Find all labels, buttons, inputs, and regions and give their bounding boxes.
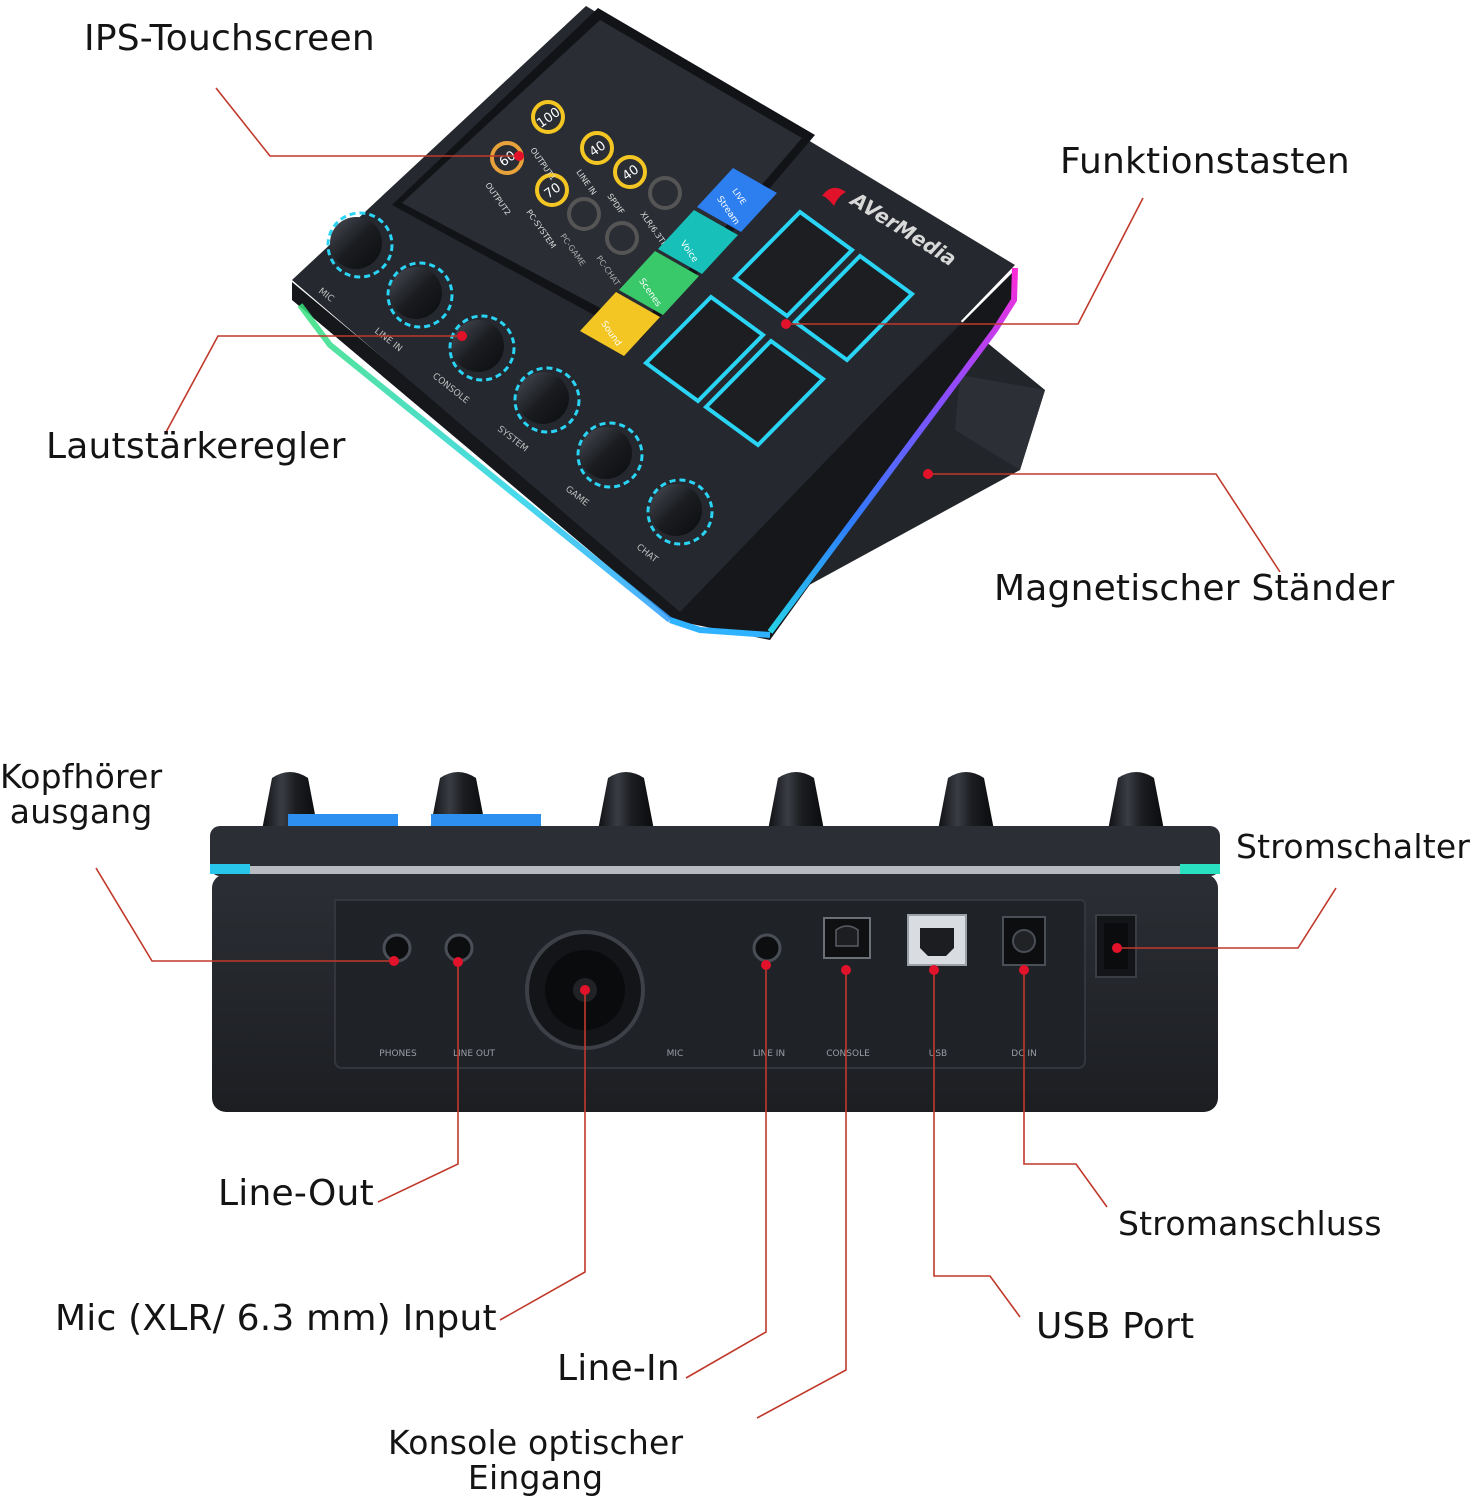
callout-usb-port: USB Port	[1036, 1306, 1195, 1347]
port-line-in	[752, 933, 782, 963]
dot-function-keys	[781, 319, 791, 329]
rear-knob-6	[1108, 772, 1164, 830]
leader-console-optical	[756, 970, 847, 1419]
meter-pc-system	[535, 173, 569, 207]
rear-top-lip	[210, 826, 1220, 876]
dot-power-connector	[1019, 965, 1029, 975]
leader-power-connector	[1023, 970, 1108, 1208]
leader-line-in	[685, 965, 767, 1379]
knob-mic	[326, 211, 394, 279]
leader-function-keys	[786, 197, 1144, 325]
port-label-phones: PHONES	[379, 1049, 417, 1059]
function-pad-2	[791, 253, 916, 363]
port-label-console: CONSOLE	[826, 1049, 870, 1059]
callout-line-in: Line-In	[557, 1348, 680, 1389]
callout-touchscreen: IPS-Touchscreen	[84, 18, 375, 59]
callout-power-connector: Stromanschluss	[1118, 1204, 1382, 1243]
callout-magnetic-stand: Magnetischer Ständer	[994, 568, 1395, 609]
port-dc-in-jack	[1012, 929, 1036, 953]
port-label-line-in: LINE IN	[753, 1049, 785, 1059]
callout-headphone-out: Kopfhörer ausgang	[0, 757, 163, 831]
rear-pad-edge-2	[431, 814, 541, 828]
dot-power-switch	[1112, 943, 1122, 953]
port-panel-recess	[334, 899, 1086, 1069]
callout-function-keys: Funktionstasten	[1060, 141, 1350, 182]
rear-knob-5	[938, 772, 994, 830]
callout-line-out: Line-Out	[218, 1173, 374, 1214]
rgb-edge-left	[297, 303, 672, 623]
callout-console-optical-line2: Eingang	[467, 1457, 604, 1497]
port-label-usb: USB	[929, 1049, 947, 1059]
rgb-edge-corner	[669, 617, 771, 638]
dot-mic	[580, 985, 590, 995]
dot-touchscreen	[514, 151, 524, 161]
leader-dots	[389, 151, 1122, 995]
callout-console-optical-line1: Konsole optischer	[388, 1423, 684, 1462]
volume-knobs	[326, 211, 714, 546]
function-pad-4	[702, 338, 827, 448]
callout-headphone-out-line2: ausgang	[9, 791, 153, 831]
leader-mic	[499, 990, 586, 1321]
rear-top-highlight	[248, 866, 1180, 874]
dot-headphone-out	[389, 956, 399, 966]
port-line-out	[444, 933, 474, 963]
knob-system	[513, 366, 581, 434]
leader-usb	[933, 970, 1021, 1318]
rgb-edge-right	[767, 267, 1018, 634]
port-label-mic: MIC	[667, 1049, 684, 1059]
top-device-view: 100 60 40 40 70 OUTPUT1 OUTPUT2 LINE IN …	[292, 6, 1045, 640]
meter-spdif	[613, 155, 647, 189]
rear-knob-3	[598, 772, 654, 830]
function-pad-3	[642, 294, 767, 404]
callout-headphone-out-line1: Kopfhörer	[0, 757, 163, 796]
function-pads	[642, 209, 916, 448]
port-optical-shutter	[835, 925, 859, 947]
meter-output1	[531, 100, 565, 134]
dot-magnetic-stand	[923, 469, 933, 479]
leader-magnetic-stand	[928, 473, 1281, 573]
knob-game	[576, 421, 644, 489]
port-label-line-out: LINE OUT	[453, 1049, 496, 1059]
function-pad-1	[731, 209, 856, 319]
tile-stream	[697, 168, 777, 232]
meter-xlr	[648, 176, 682, 210]
callout-mic-input: Mic (XLR/ 6.3 mm) Input	[55, 1298, 497, 1339]
callout-console-optical: Konsole optischer Eingang	[388, 1423, 684, 1497]
leader-volume-knobs	[164, 335, 462, 435]
port-usb-b-inner	[920, 928, 954, 956]
dot-line-in	[761, 960, 771, 970]
dot-usb	[929, 965, 939, 975]
meter-pc-chat	[605, 221, 639, 255]
callout-power-switch: Stromschalter	[1236, 827, 1471, 866]
rear-rgb-left	[210, 864, 250, 874]
callout-volume-knobs: Lautstärkeregler	[46, 426, 346, 467]
leader-power-switch	[1117, 887, 1337, 949]
leader-touchscreen	[215, 87, 519, 157]
dot-volume-knobs	[457, 331, 467, 341]
leader-lines	[95, 87, 1337, 1419]
rear-device-view: PHONES LINE OUT MIC LINE IN CONSOLE USB …	[210, 772, 1220, 1112]
knob-chat	[646, 478, 714, 546]
leader-headphone-out	[95, 867, 394, 962]
meter-pc-game	[567, 197, 601, 231]
rear-knob-4	[768, 772, 824, 830]
brand-logo-mark	[822, 187, 846, 206]
leader-line-out	[377, 962, 459, 1203]
meter-line-in	[580, 131, 614, 165]
rear-rgb-right	[1180, 864, 1220, 874]
dot-line-out	[453, 957, 463, 967]
stand-shadow-face	[955, 375, 1045, 470]
tile-voice	[658, 210, 738, 274]
tile-scenes	[619, 251, 699, 315]
knob-line-in	[386, 261, 454, 329]
tile-sound	[580, 292, 660, 356]
screen-tiles: LIVE Stream Voice Scenes Sound	[580, 168, 777, 356]
dot-console-optical	[841, 965, 851, 975]
rear-pad-edge-1	[288, 814, 398, 828]
